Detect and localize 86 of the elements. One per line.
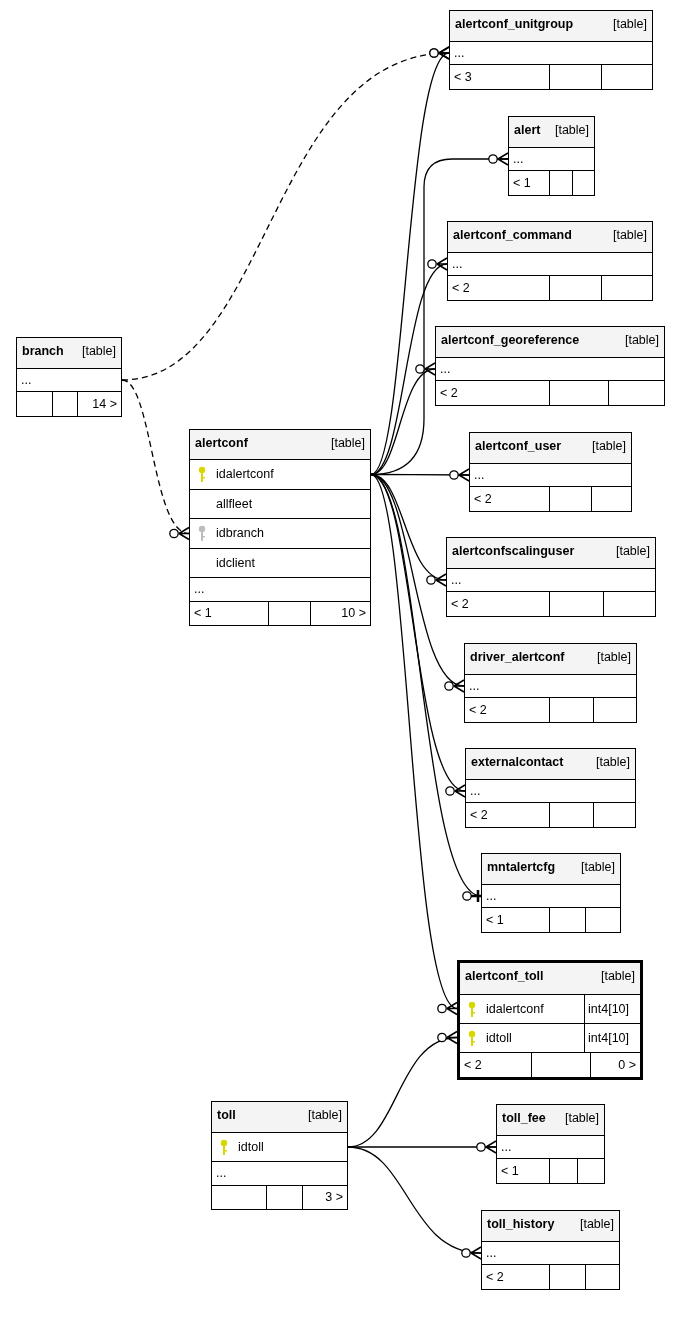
- table-tag: [table]: [564, 1109, 599, 1128]
- column-name: allfleet: [216, 495, 253, 513]
- relation-count: < 2: [486, 1268, 504, 1286]
- table-box: [16, 337, 122, 417]
- table-tag: [table]: [612, 226, 647, 245]
- table-box: [211, 1101, 348, 1210]
- relationship-line: [347, 1146, 483, 1260]
- table-box: [189, 429, 371, 626]
- table-tag: [table]: [624, 331, 659, 350]
- relation-count: < 3: [454, 68, 472, 86]
- table-box: [469, 432, 632, 512]
- relation-count: < 2: [470, 806, 488, 824]
- more-columns: ...: [486, 1243, 497, 1263]
- relation-count: < 2: [452, 279, 470, 297]
- column-name: idtoll: [486, 1029, 512, 1047]
- table-box: [508, 116, 595, 196]
- more-columns: ...: [454, 43, 465, 63]
- relation-count: 14 >: [92, 395, 117, 413]
- table-tag: [table]: [596, 648, 631, 667]
- table-box: [481, 853, 621, 933]
- table-name: alertconf_toll: [465, 968, 544, 985]
- table-name: branch: [22, 343, 64, 360]
- table-name: mntalertcfg: [487, 859, 556, 876]
- table-name: alertconf_georeference: [441, 332, 580, 349]
- more-columns: ...: [21, 370, 32, 390]
- more-columns: ...: [452, 254, 463, 274]
- table-box: [496, 1104, 605, 1184]
- table-name: alertconfscalinguser: [452, 543, 575, 560]
- more-columns: ...: [216, 1164, 227, 1183]
- table-tag: [table]: [554, 121, 589, 140]
- relation-count: 0 >: [618, 1056, 636, 1074]
- table-name: toll_fee: [502, 1110, 546, 1127]
- table-tag: [table]: [612, 15, 647, 34]
- table-box: [435, 326, 665, 406]
- relation-count: < 1: [501, 1162, 519, 1180]
- column-name: idbranch: [216, 525, 264, 543]
- table-name: alertconf_user: [475, 438, 562, 455]
- more-columns: ...: [474, 465, 485, 485]
- more-columns: ...: [194, 580, 205, 599]
- table-name: alertconf_command: [453, 227, 572, 244]
- table-tag: [table]: [579, 1215, 614, 1234]
- table-box: [481, 1210, 620, 1290]
- more-columns: ...: [470, 781, 481, 801]
- table-box: [464, 643, 637, 723]
- column-name: idtoll: [238, 1138, 264, 1156]
- more-columns: ...: [451, 570, 462, 590]
- table-name: alert: [514, 122, 541, 139]
- relation-count: 10 >: [341, 605, 366, 623]
- relation-count: < 1: [486, 911, 504, 929]
- relation-count: < 2: [451, 595, 469, 613]
- table-box: [449, 10, 653, 90]
- table-tag: [table]: [615, 542, 650, 561]
- table-name: alertconf: [195, 435, 248, 452]
- table-name: externalcontact: [471, 754, 564, 771]
- table-name: toll_history: [487, 1216, 555, 1233]
- column-type: int4[10]: [588, 1000, 629, 1018]
- relation-count: < 1: [194, 605, 212, 623]
- table-box: [446, 537, 656, 617]
- relation-count: 3 >: [325, 1189, 343, 1207]
- table-name: alertconf_unitgroup: [455, 16, 574, 33]
- table-tag: [table]: [330, 434, 365, 453]
- more-columns: ...: [513, 149, 524, 169]
- more-columns: ...: [440, 359, 451, 379]
- table-box: [447, 221, 653, 301]
- column-name: idalertconf: [486, 1000, 544, 1018]
- more-columns: ...: [469, 676, 480, 696]
- more-columns: ...: [501, 1137, 512, 1157]
- table-name: toll: [217, 1107, 236, 1124]
- table-tag: [table]: [307, 1106, 342, 1125]
- column-name: idalertconf: [216, 466, 274, 484]
- table-tag: [table]: [600, 967, 635, 986]
- relation-count: < 2: [464, 1056, 482, 1074]
- table-box: [465, 748, 636, 828]
- table-tag: [table]: [580, 858, 615, 877]
- table-box: [457, 960, 643, 1080]
- relation-count: < 2: [469, 701, 487, 719]
- table-tag: [table]: [591, 437, 626, 456]
- table-tag: [table]: [81, 342, 116, 361]
- relation-count: < 2: [474, 490, 492, 508]
- table-name: driver_alertconf: [470, 649, 565, 666]
- column-name: idclient: [216, 554, 255, 572]
- table-tag: [table]: [595, 753, 630, 772]
- relation-count: < 2: [440, 384, 458, 402]
- more-columns: ...: [486, 886, 497, 906]
- relation-count: < 1: [513, 174, 531, 192]
- column-type: int4[10]: [588, 1029, 629, 1047]
